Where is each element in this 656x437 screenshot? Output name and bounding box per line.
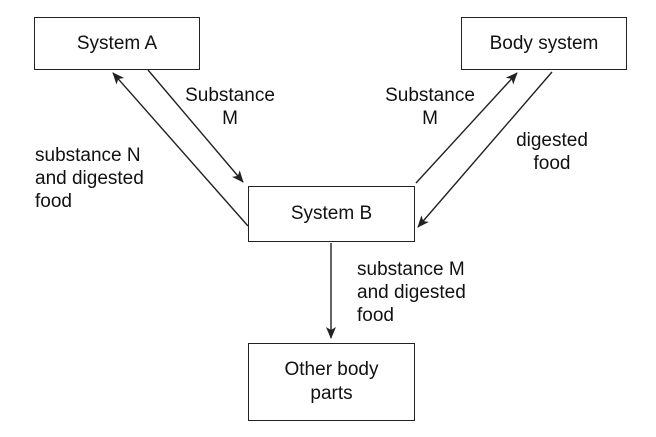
label-system-b-to-system-a: substance N and digested food <box>35 145 144 212</box>
node-system-b-label: System B <box>290 203 373 224</box>
node-other-body-parts: Other body parts <box>248 343 415 421</box>
label-system-b-to-other-body-parts: substance M and digested food <box>357 259 466 326</box>
node-system-a-label: System A <box>76 32 158 54</box>
label-system-b-to-body-system: Substance M <box>385 85 475 129</box>
node-system-b: System B <box>248 186 415 242</box>
arrow-body-system-to-system-b <box>417 71 553 228</box>
arrow-system-a-to-system-b <box>147 69 244 183</box>
arrow-system-b-to-body-system <box>415 72 518 184</box>
node-system-a: System A <box>34 17 200 70</box>
node-body-system-label: Body system <box>489 32 599 54</box>
arrow-system-b-to-system-a <box>112 72 249 227</box>
label-body-system-to-system-b: digested food <box>516 130 588 174</box>
label-system-a-to-system-b: Substance M <box>185 85 275 129</box>
node-other-body-parts-label: Other body parts <box>284 359 379 404</box>
node-body-system: Body system <box>461 17 627 70</box>
